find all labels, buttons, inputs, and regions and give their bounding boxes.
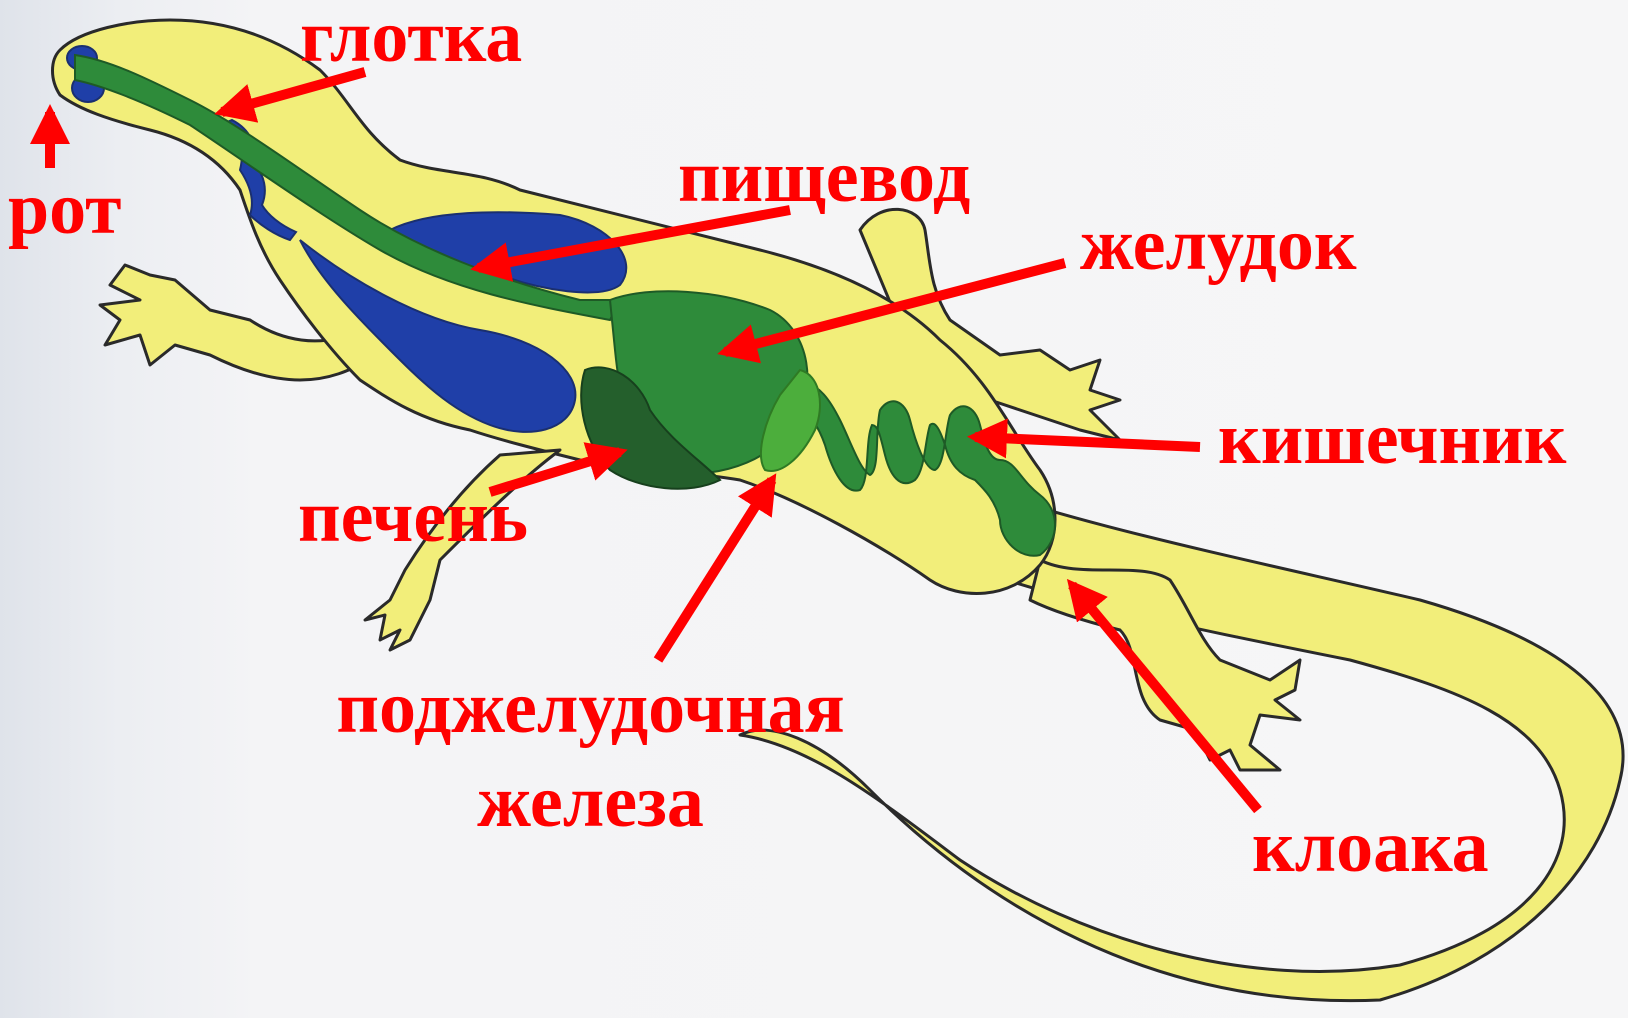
label-pharynx: глотка [300,0,522,74]
label-pancreas: поджелудочная железа [298,662,883,850]
label-mouth: рот [8,172,122,246]
arrow-pancreas [658,480,772,660]
label-stomach: желудок [1080,208,1356,282]
label-intestine: кишечник [1218,402,1566,476]
label-liver: печень [298,480,528,554]
label-pancreas-line1: поджелудочная [298,662,883,756]
label-cloaca: клоака [1252,810,1489,884]
label-esophagus: пищевод [678,140,970,214]
label-pancreas-line2: железа [298,756,883,850]
